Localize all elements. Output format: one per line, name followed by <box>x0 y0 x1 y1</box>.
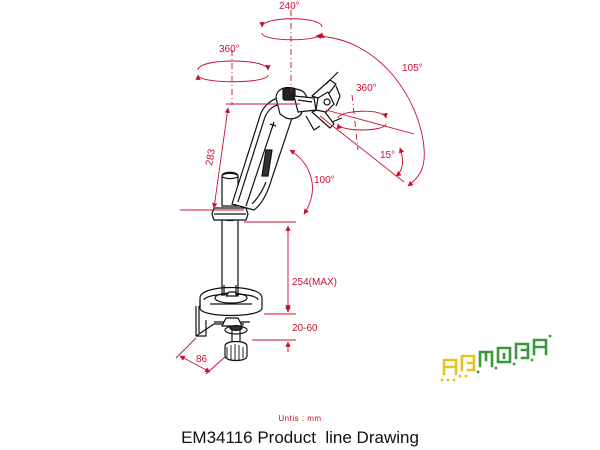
tilt-15-indicator <box>395 147 405 177</box>
label-rotation-240: 240° <box>279 1 300 12</box>
rotation-360-right-indicator <box>336 94 388 151</box>
units-label: Untis : mm <box>278 414 322 423</box>
tilt-joint <box>275 86 317 120</box>
label-clamp-depth-86: 86 <box>196 354 208 365</box>
dimension-labels: 240° 360° 360° 105° 15° 100° 283 254(MAX… <box>196 1 423 365</box>
label-pole-height: 254(MAX) <box>292 277 337 288</box>
rotation-360-left-indicator <box>195 50 271 105</box>
label-arm-length-283: 283 <box>204 148 218 167</box>
arm-angle-100-indicator <box>289 149 313 215</box>
support-pole <box>221 214 239 296</box>
dimension-lines <box>175 10 425 375</box>
pole-height-254-indicator <box>244 221 296 315</box>
monitor-arm-drawing <box>195 71 343 362</box>
label-tilt-15: 15° <box>380 150 395 161</box>
label-rotation-360-right: 360° <box>356 83 377 94</box>
label-tilt-105: 105° <box>402 63 423 74</box>
clamp-bracket <box>195 306 250 337</box>
clamp-knob <box>224 325 248 362</box>
arm-length-283-indicator <box>180 103 300 211</box>
clamp-base <box>199 286 263 317</box>
desk-thickness-indicator <box>252 300 296 352</box>
tilt-105-indicator <box>315 33 425 187</box>
label-rotation-360-left: 360° <box>219 44 240 55</box>
label-arm-angle-100: 100° <box>314 175 335 186</box>
brand-logo <box>440 334 552 382</box>
rotation-240-indicator <box>259 10 325 92</box>
drawing-title: EM34116 Product line Drawing <box>181 428 419 447</box>
clamp-depth-86-indicator <box>175 337 227 375</box>
label-desk-thickness: 20-60 <box>292 323 318 334</box>
